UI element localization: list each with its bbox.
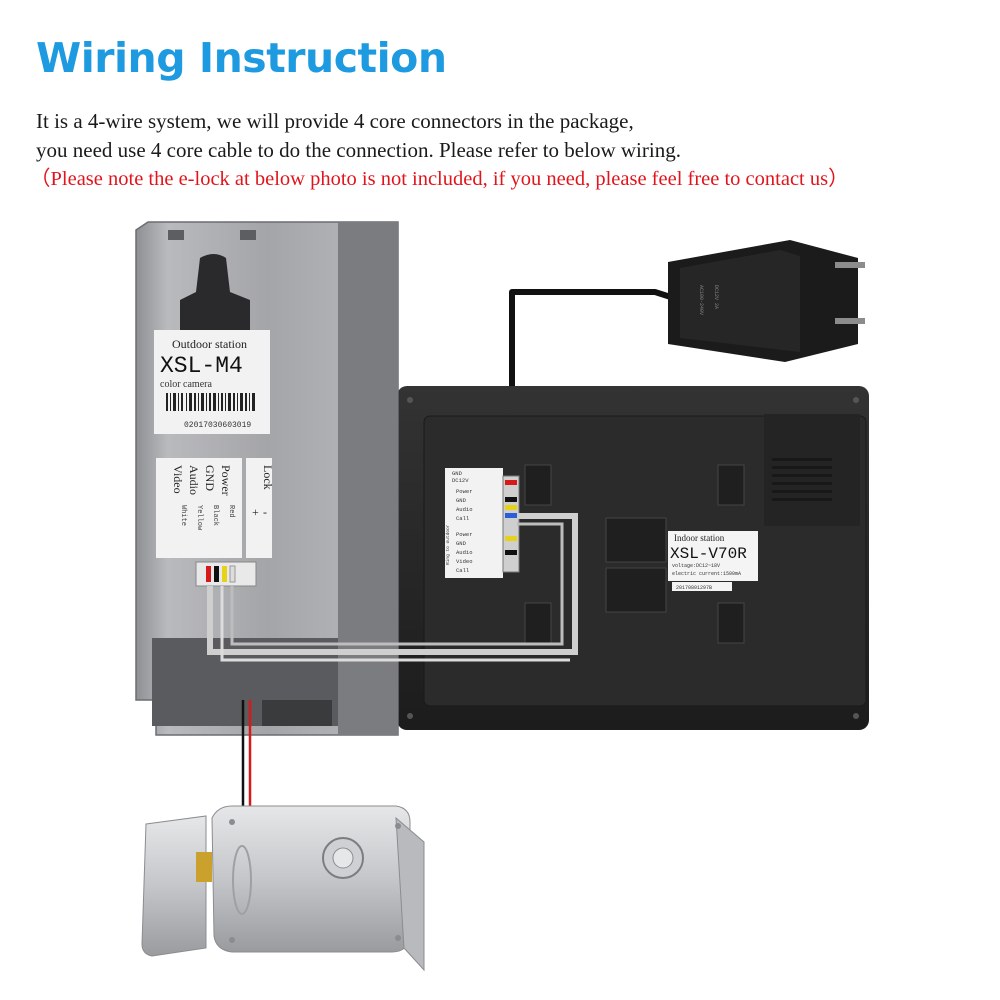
indoor-model: XSL-V70R: [670, 545, 747, 563]
terminal-label: GND: [456, 540, 467, 547]
pin-label-gnd: GND: [452, 470, 463, 477]
terminal-label-gnd: GND: [203, 465, 217, 491]
wire-color-label: Black: [211, 505, 219, 526]
wire-color-label: Yellow: [195, 505, 203, 531]
terminal-label-audio: Audio: [187, 465, 201, 495]
indoor-monitor: GND DC12V Ring to outdoor Power GND Audi…: [397, 386, 869, 730]
lock-minus-label: -: [263, 505, 267, 519]
terminal-label-video: Video: [171, 465, 185, 494]
intro-line-2: you need use 4 core cable to do the conn…: [36, 138, 681, 162]
terminal-label-power: Power: [219, 465, 233, 496]
outdoor-model: XSL-M4: [160, 353, 243, 379]
outdoor-label-heading: Outdoor station: [172, 337, 247, 351]
barcode: [166, 393, 255, 411]
indoor-current: electric current:1500mA: [672, 571, 741, 577]
indoor-label-heading: Indoor station: [674, 533, 725, 543]
terminal-label: Audio: [456, 506, 473, 513]
power-adapter-icon: AC100-240V DC12V 2A: [509, 240, 865, 490]
terminal-label: Power: [456, 488, 473, 495]
outdoor-station: Outdoor station XSL-M4 color camera 0201…: [135, 221, 399, 736]
wire-color-label: White: [179, 505, 187, 526]
terminal-label: Audio: [456, 549, 473, 556]
intro-line-1: It is a 4-wire system, we will provide 4…: [36, 109, 634, 133]
lock-wires: [241, 700, 252, 820]
outdoor-camera: color camera: [160, 379, 212, 390]
terminal-label: Video: [456, 558, 473, 565]
indoor-voltage: voltage:DC12~18V: [672, 563, 720, 569]
terminal-label: Call: [456, 567, 469, 574]
page-title: Wiring Instruction: [36, 34, 447, 82]
ring-to-outdoor-label: Ring to outdoor: [445, 524, 451, 565]
terminal-label: GND: [456, 497, 467, 504]
outdoor-serial: 02017030603019: [184, 421, 251, 430]
electric-lock-icon: [141, 805, 425, 972]
elock-note: （Please note the e-lock at below photo i…: [30, 168, 849, 190]
svg-text:DC12V 2A: DC12V 2A: [713, 285, 719, 309]
lock-plus-label: +: [252, 505, 259, 519]
terminal-label: Call: [456, 515, 469, 522]
terminal-label: Power: [456, 531, 473, 538]
wire-color-label: Red: [227, 505, 235, 518]
indoor-serial: 20170801297B: [676, 585, 712, 591]
svg-text:AC100-240V: AC100-240V: [698, 285, 704, 315]
four-core-cable: [207, 513, 578, 662]
terminal-label-lock: Lock: [261, 465, 275, 490]
pin-label-dc12v: DC12V: [452, 477, 469, 484]
